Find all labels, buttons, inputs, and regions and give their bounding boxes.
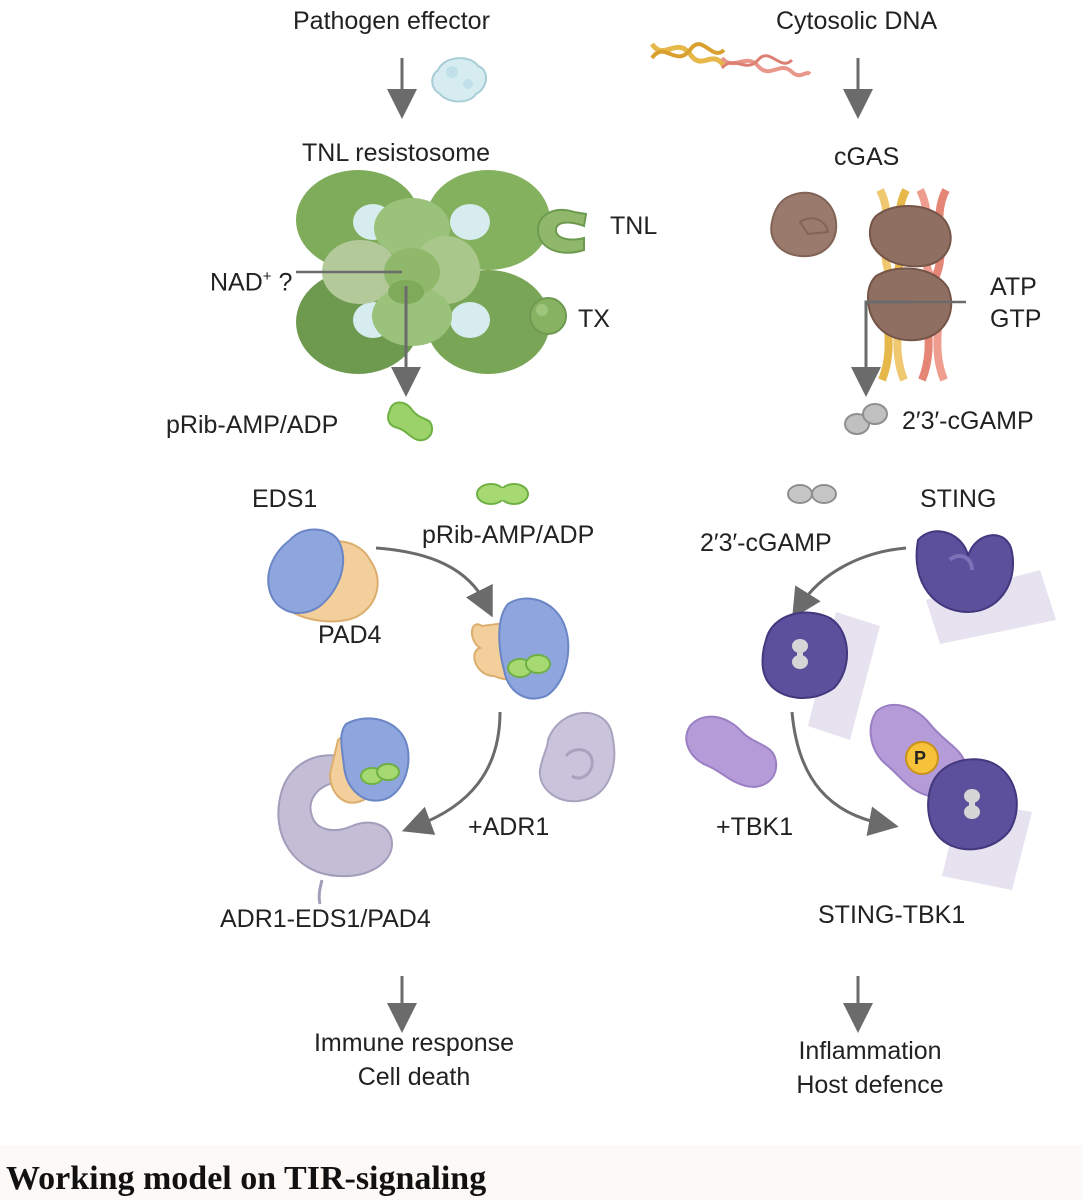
eds1-pad4-prib-complex-icon [471,597,570,700]
arrow-tbk1-join [790,711,899,837]
cgas-monomer-icon [770,191,838,258]
sting-label: STING [920,485,997,513]
cytosolic-dna-label: Cytosolic DNA [776,7,938,35]
cgas-label: cGAS [834,143,900,171]
tbk1-monomer-icon [685,715,778,788]
pathogen-effector-label: Pathogen effector [293,7,490,35]
cgamp-product-label: 2′3′-cGAMP [902,407,1034,435]
gtp-label: GTP [990,305,1042,333]
effector-protein-icon [431,57,487,103]
figure-caption: Working model on TIR-signaling [6,1160,487,1197]
pad4-label: PAD4 [318,621,382,649]
adr1-monomer-icon [538,711,616,803]
tnl-monomer-icon [536,209,588,254]
prib-product-2-label: pRib-AMP/ADP [422,521,595,549]
tx-label: TX [578,305,610,333]
tbk1-add-label: +TBK1 [716,813,794,841]
arrow-eds1-binding [375,546,493,618]
tnl-resistosome-label: TNL resistosome [302,139,491,167]
arrow-cgas-to-cgamp [851,300,908,397]
prib-product-2-icon [476,483,529,505]
phosphate-badge [905,741,939,775]
arrow-adr1-join [401,711,502,835]
tir-signaling-diagram: Pathogen effector TNL resistosome TNL NA… [166,7,1056,1099]
cgamp-product-2-label: 2′3′-cGAMP [700,529,832,557]
inflammation-label: Inflammation [798,1037,942,1065]
phosphate-label: P [914,748,927,768]
immune-response-label: Immune response [313,1029,515,1057]
cgas-dimer-on-dna-icon [867,205,953,342]
nad-label: NAD+ ? [210,268,293,297]
eds1-pad4-dimer-icon [267,528,379,623]
adr1-eds1-pad4-complex-icon [277,717,410,905]
tx-monomer-icon [529,297,567,335]
adr1-eds1-pad4-label: ADR1-EDS1/PAD4 [220,905,431,933]
diagram-artwork [267,42,1056,1033]
cell-death-label: Cell death [357,1063,471,1091]
sting-tbk1-complex-icon [869,703,1032,890]
sting-cgamp-complex-icon [761,611,880,740]
prib-product-label: pRib-AMP/ADP [166,411,339,439]
sting-dimer-icon [915,530,1056,644]
caption-bar: Working model on TIR-signaling [0,1145,1082,1200]
tnl-label: TNL [610,212,658,240]
cytosolic-dna-icon [649,42,812,78]
prib-product-icon [387,401,434,442]
arrow-sting-binding [792,546,907,619]
adr1-add-label: +ADR1 [468,813,550,841]
atp-label: ATP [990,273,1037,301]
host-defence-label: Host defence [796,1071,944,1099]
sting-tbk1-label: STING-TBK1 [818,901,966,929]
eds1-label: EDS1 [252,485,318,513]
cgamp-product-icon [844,403,888,435]
cgamp-product-2-icon [787,484,837,504]
